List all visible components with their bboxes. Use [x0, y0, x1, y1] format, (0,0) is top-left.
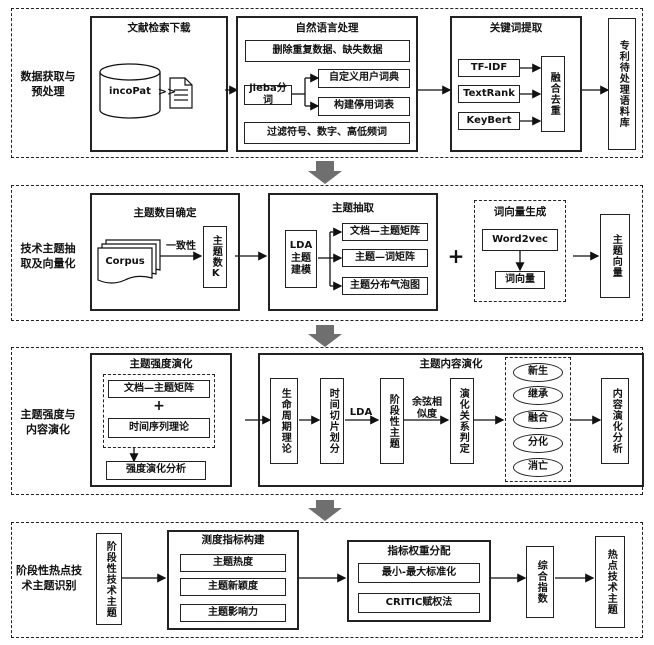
topic-novelty-metric: 主题新颖度	[180, 578, 286, 596]
patent-corpus-output: 专利待处理语料库	[608, 18, 636, 150]
doc-topic-matrix-2: 文档—主题矩阵	[108, 380, 210, 398]
down-arrow-2	[308, 325, 342, 347]
stage-topic-step: 阶段性主题	[380, 378, 404, 464]
evolution-type-merge: 融合	[513, 410, 563, 429]
weighting-title: 指标权重分配	[387, 545, 451, 558]
evolution-type-extinct: 消亡	[513, 458, 563, 477]
topic-bubble-chart: 主题分布气泡图	[342, 277, 428, 295]
lifecycle-theory: 生命周期理论	[270, 378, 298, 464]
dedup-step: 删除重复数据、缺失数据	[245, 40, 410, 62]
down-arrow-1	[308, 161, 342, 184]
weighting-box	[347, 540, 491, 622]
nlp-box	[236, 16, 418, 152]
coherence-label: 一致性	[166, 240, 196, 252]
jieba-step: jieba分词	[244, 83, 292, 106]
doc-topic-matrix: 文档—主题矩阵	[342, 223, 428, 241]
topic-extraction-box	[268, 193, 438, 311]
strength-evolution-title: 主题强度演化	[129, 358, 193, 371]
custom-dict-step: 自定义用户词典	[318, 69, 410, 88]
topic-word-matrix: 主题—词矩阵	[342, 249, 428, 267]
corpus-label: Corpus	[105, 255, 145, 267]
keybert-method: KeyBert	[458, 112, 520, 130]
word-vector-result: 词向量	[495, 271, 545, 289]
textrank-method: TextRank	[458, 85, 520, 103]
lda-label: LDA	[349, 406, 373, 418]
merge-dedup-step: 融合去重	[541, 56, 565, 132]
topic-number-title: 主题数目确定	[133, 207, 197, 220]
topic-number-box	[90, 193, 240, 311]
stage-technical-topic: 阶段性技术主题	[96, 533, 122, 625]
stopword-step: 构建停用词表	[318, 97, 410, 116]
strength-inputs-group	[103, 374, 215, 448]
relation-judgement-step: 演化关系判定	[450, 378, 474, 464]
section-4	[11, 522, 643, 638]
hot-topic-output: 热点技术主题	[595, 536, 625, 628]
evolution-types-group	[505, 357, 571, 482]
minmax-normalization: 最小-最大标准化	[358, 563, 480, 583]
topic-count-k: 主题数K	[203, 226, 227, 288]
time-series-theory: 时间序列理论	[108, 418, 210, 438]
incopat-label: incoPat	[109, 85, 151, 97]
metrics-title: 测度指标构建	[201, 534, 265, 547]
tfidf-method: TF-IDF	[458, 59, 520, 77]
lda-model-step: LDA主题建模	[285, 230, 317, 288]
composite-index: 综合指数	[526, 546, 554, 618]
evolution-type-birth: 新生	[513, 363, 563, 382]
document-icon	[169, 77, 193, 109]
section-3-label: 主题强度与内容演化	[20, 408, 76, 436]
section-1-label: 数据获取与预处理	[20, 70, 76, 98]
literature-download-box	[90, 16, 228, 152]
content-evolution-box	[258, 353, 644, 487]
database-icon	[99, 63, 161, 119]
plus-icon-2: +	[153, 398, 165, 415]
word-vector-box	[474, 200, 566, 302]
topic-extraction-title: 主题抽取	[332, 202, 374, 215]
section-1	[11, 8, 643, 158]
nlp-title: 自然语言处理	[295, 22, 359, 35]
strength-analysis-result: 强度演化分析	[106, 461, 206, 480]
content-analysis-result: 内容演化分析	[601, 378, 629, 464]
evolution-type-split: 分化	[513, 434, 563, 453]
arrow-glyph: >>	[157, 85, 177, 99]
word-vector-title: 词向量生成	[493, 206, 547, 219]
literature-download-title: 文献检索下载	[127, 22, 191, 35]
topic-heat-metric: 主题热度	[180, 554, 286, 572]
section-2	[11, 185, 643, 321]
section-4-label: 阶段性热点技术主题识别	[16, 564, 82, 592]
corpus-icon	[97, 239, 161, 284]
time-slice-step: 时间切片划分	[320, 378, 344, 464]
strength-evolution-box	[90, 353, 232, 487]
evolution-type-inherit: 继承	[513, 386, 563, 405]
filter-step: 过滤符号、数字、高低频词	[244, 122, 410, 144]
down-arrow-3	[308, 500, 342, 521]
word2vec-step: Word2vec	[482, 229, 558, 251]
metrics-box	[167, 530, 299, 630]
topic-vector-output: 主题向量	[600, 214, 630, 298]
content-evolution-title: 主题内容演化	[419, 358, 483, 371]
topic-influence-metric: 主题影响力	[180, 604, 286, 622]
critic-weighting: CRITIC赋权法	[358, 593, 480, 613]
plus-icon: +	[447, 243, 465, 268]
keyword-extraction-title: 关键词提取	[489, 22, 543, 35]
section-2-label: 技术主题抽取及向量化	[20, 242, 76, 270]
keyword-extraction-box	[450, 16, 582, 152]
cosine-similarity-label: 余弦相似度	[412, 396, 442, 421]
